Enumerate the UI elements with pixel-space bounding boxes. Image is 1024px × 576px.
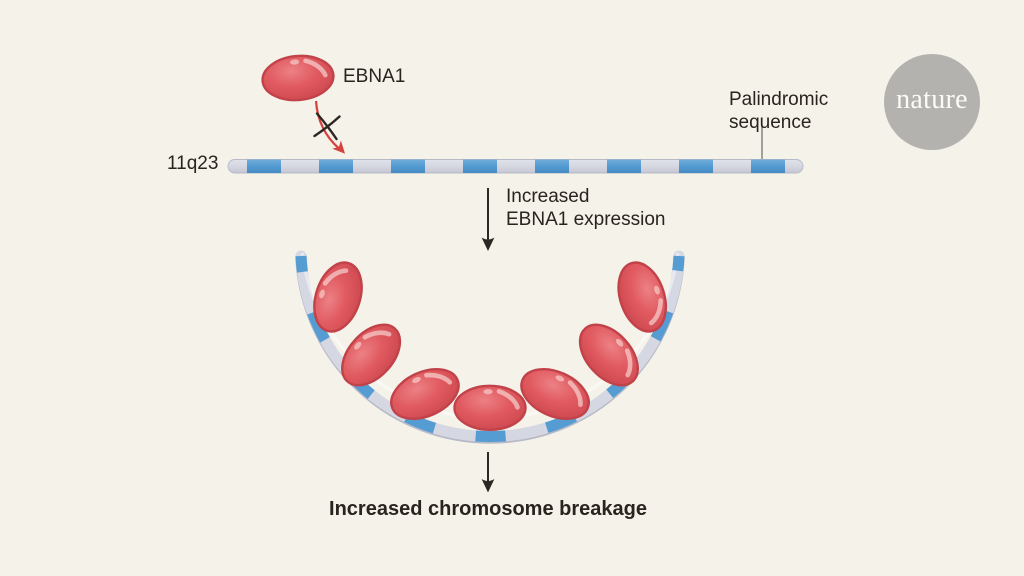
outcome-label: Increased chromosome breakage xyxy=(329,498,647,520)
down-arrow-head xyxy=(481,237,495,251)
increased-expression-line2: EBNA1 expression xyxy=(506,209,666,230)
chromosome-bar-body xyxy=(227,159,804,174)
x-mark-stroke xyxy=(313,115,341,138)
increased-expression-label: Increased EBNA1 expression xyxy=(506,185,665,231)
down-arrow-head xyxy=(481,479,495,493)
inhibited-binding-arrow xyxy=(314,100,340,150)
increased-expression-line1: Increased xyxy=(506,186,590,207)
palindromic-sequence-line2: sequence xyxy=(729,112,812,133)
x-mark-icon xyxy=(313,112,341,141)
locus-11q23-label: 11q23 xyxy=(167,153,219,174)
chromosome-bar xyxy=(227,159,804,174)
palindromic-sequence-label: Palindromic sequence xyxy=(729,88,828,134)
down-arrow-icon xyxy=(481,452,495,493)
inhibited-binding-arrowhead xyxy=(332,140,346,154)
ebna1-protein-oval xyxy=(261,53,336,103)
nature-logo: nature xyxy=(884,54,980,150)
palindromic-sequence-line1: Palindromic xyxy=(729,89,829,110)
ebna1-protein-oval xyxy=(455,386,526,430)
ebna1-protein-cluster xyxy=(306,256,674,429)
ebna1-label: EBNA1 xyxy=(343,66,406,87)
down-arrow-icon xyxy=(481,188,495,251)
nature-logo-text: nature xyxy=(896,84,968,115)
bent-chromosome-bands xyxy=(295,255,685,442)
